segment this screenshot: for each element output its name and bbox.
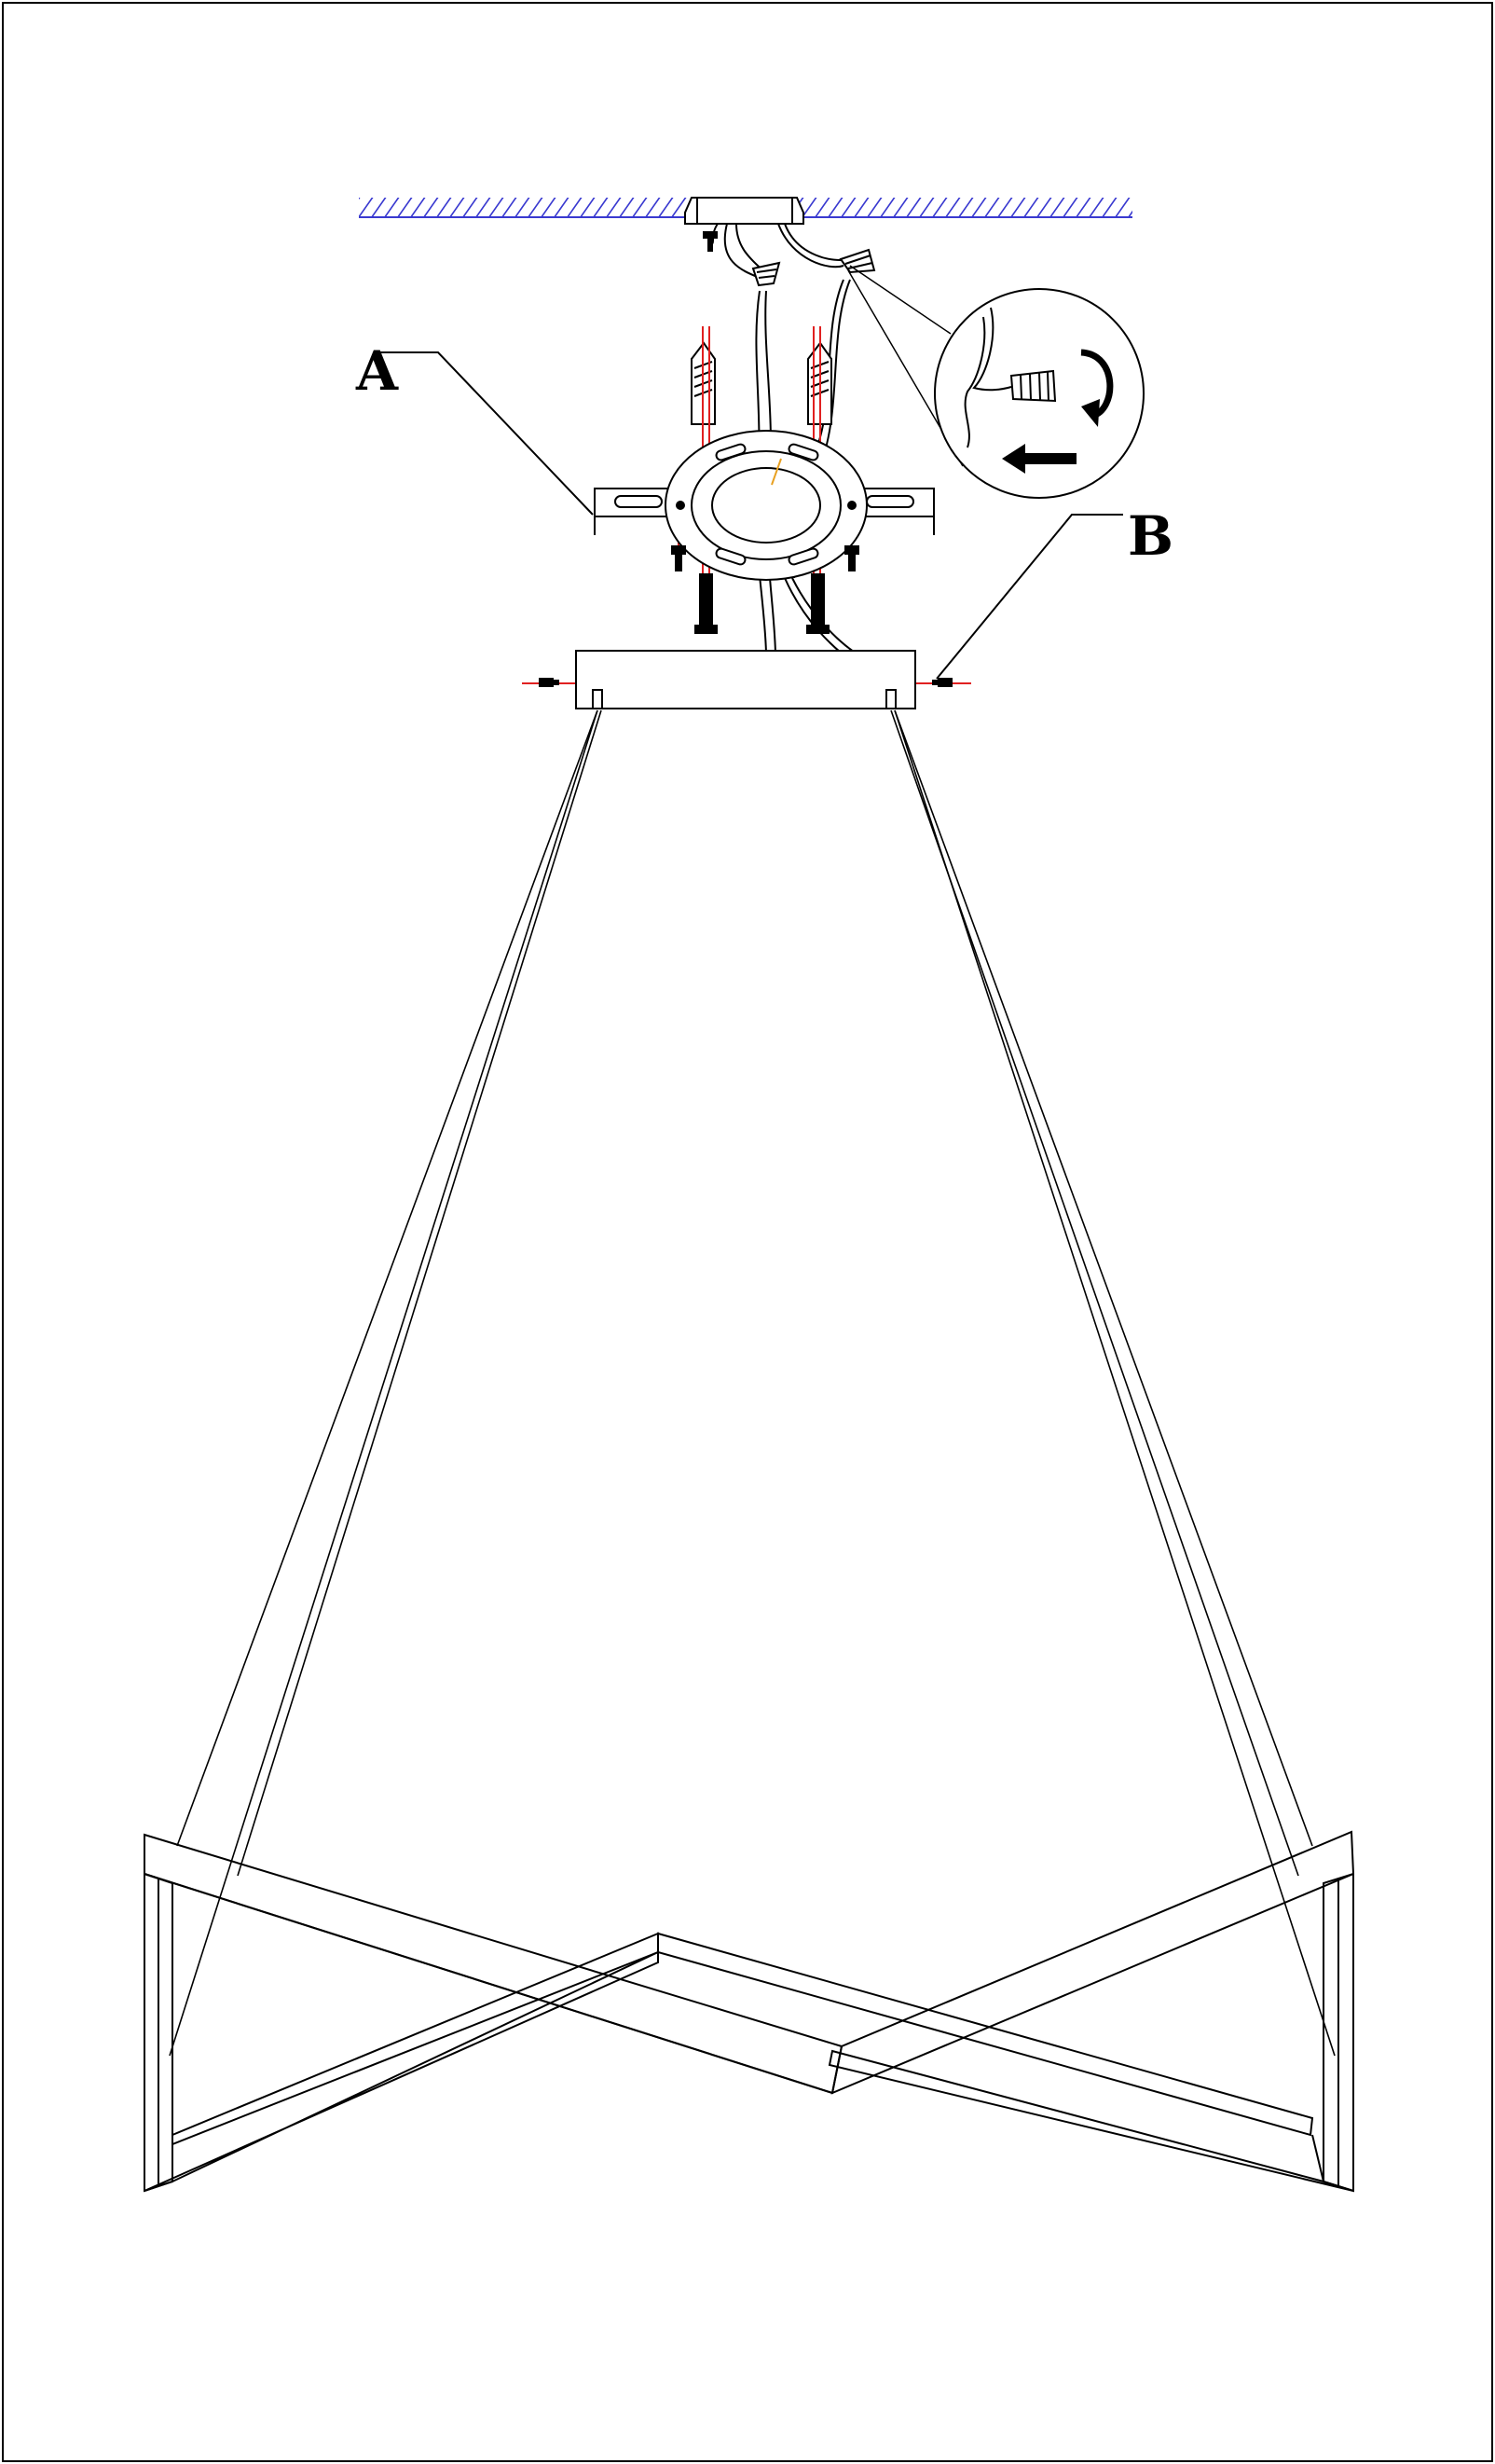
label-a-text: A bbox=[355, 339, 399, 403]
label-b: B bbox=[936, 504, 1173, 680]
ground-screw bbox=[703, 231, 718, 252]
suspension-cables bbox=[169, 709, 1336, 2057]
push-arrow-icon bbox=[1002, 444, 1077, 474]
wire-nut-left bbox=[751, 261, 781, 287]
wire-highlight bbox=[771, 458, 782, 486]
round-plate bbox=[665, 430, 868, 581]
junction-box bbox=[684, 197, 804, 225]
canopy-screws bbox=[539, 678, 953, 687]
plate-screws bbox=[671, 545, 859, 634]
detail-wire-nut bbox=[1009, 369, 1057, 403]
label-a: A bbox=[355, 339, 594, 516]
detail-circle bbox=[934, 288, 1145, 499]
label-b-text: B bbox=[1128, 504, 1173, 568]
wire-nut-right bbox=[839, 248, 876, 274]
chandelier-frame bbox=[144, 1830, 1355, 2193]
rotate-arrow-icon bbox=[1080, 349, 1114, 427]
canopy bbox=[575, 650, 916, 709]
